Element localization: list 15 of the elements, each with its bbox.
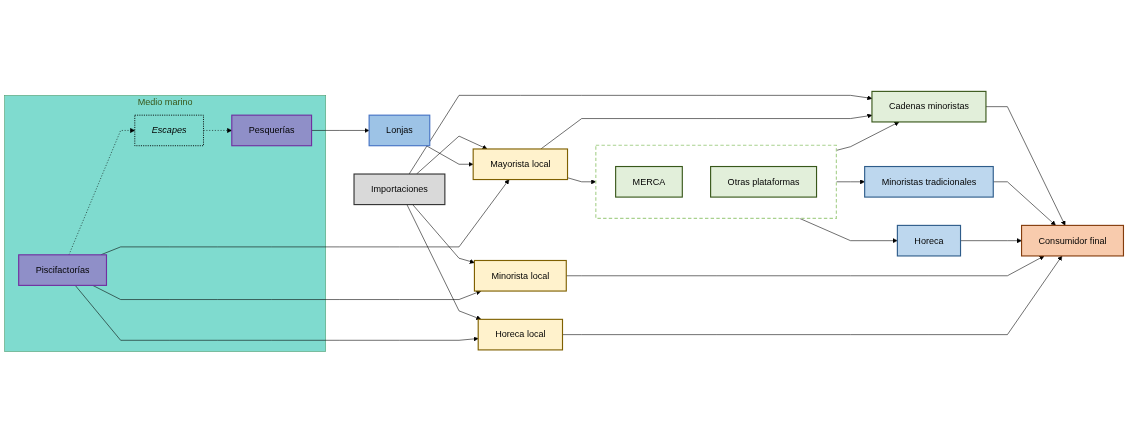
node-box: Minoristas tradicionales xyxy=(864,165,994,198)
node-box: Otras plataformas xyxy=(710,165,818,198)
node-box: Horeca local xyxy=(477,318,564,351)
node-box: Consumidor final xyxy=(1021,224,1125,257)
node-box: Cadenas minoristas xyxy=(871,90,987,123)
node-box: Lonjas xyxy=(368,114,431,147)
node-box: Horeca xyxy=(896,224,962,257)
node-box: MERCA xyxy=(615,165,683,198)
node-box: Escapes xyxy=(134,114,204,147)
node-box: Pesquerías xyxy=(231,114,313,147)
cluster xyxy=(595,144,837,219)
node-box: Piscifactorías xyxy=(18,254,108,286)
node-box: Importaciones xyxy=(353,173,446,206)
node-box: Minorista local xyxy=(473,259,567,292)
node-box: Mayorista local xyxy=(472,148,569,181)
